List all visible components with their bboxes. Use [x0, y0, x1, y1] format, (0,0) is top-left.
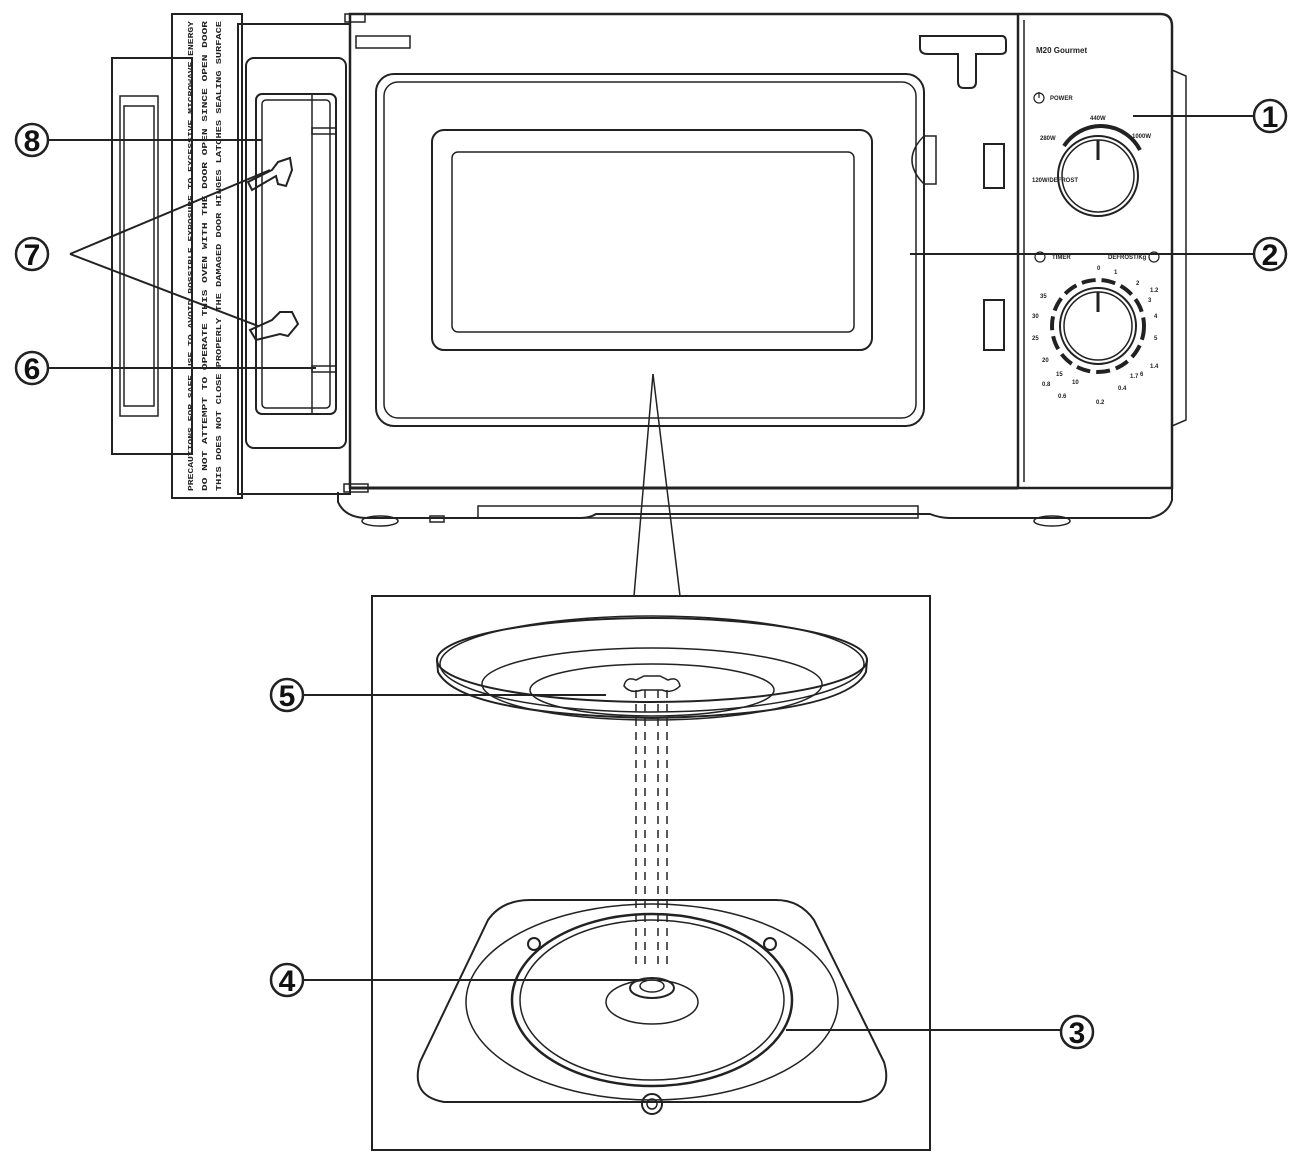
viewing-window-inner [431, 129, 873, 351]
door-latch-lower [248, 311, 300, 342]
door-warning-line-1: PRECAUTIONS FOR SAFE USE TO AVOID POSSIB… [188, 20, 196, 491]
timer-mark-5: 5 [1154, 336, 1158, 342]
defrost-mark-0-2: 0.2 [1096, 400, 1105, 406]
door-panel [171, 13, 243, 499]
timer-mark-10: 10 [1072, 380, 1079, 386]
cabinet-outline [348, 12, 1174, 490]
timer-mark-3: 3 [1148, 298, 1152, 304]
door-warning-line-2: DO NOT ATTEMPT TO OPERATE THIS OVEN WITH… [202, 20, 210, 491]
power-label: POWER [1050, 96, 1073, 102]
defrost-mark-1-2: 1.2 [1150, 288, 1159, 294]
turntable-motor-shaft [605, 977, 699, 1025]
control-panel: M20 Gourmet POWER 440W 280W 1000W 120W/D… [1032, 46, 1160, 406]
timer-icon [1034, 251, 1046, 263]
glass-tray [436, 615, 868, 721]
callout-1: 1 [1252, 98, 1288, 134]
brand-label: M20 Gourmet [1036, 46, 1087, 55]
callout-8: 8 [14, 122, 50, 158]
timer-mark-0: 0 [1097, 266, 1101, 272]
door-latch-upper [246, 156, 294, 192]
svg-text:4: 4 [279, 965, 296, 998]
callout-3: 3 [1059, 1014, 1095, 1050]
power-level-440w: 440W [1090, 116, 1106, 122]
timer-label: TIMER [1052, 255, 1071, 261]
svg-text:1: 1 [1262, 101, 1279, 134]
cavity-floor [416, 899, 888, 1103]
power-level-280w: 280W [1040, 136, 1056, 142]
callout-4: 4 [269, 962, 305, 998]
callout-5: 5 [269, 677, 305, 713]
roller-ring [510, 912, 794, 1115]
door-outer-frame [111, 57, 193, 455]
door-seal-frame [245, 57, 347, 449]
callout-leaders [48, 115, 1254, 1031]
power-level-120w-defrost: 120W/DEFROST [1032, 178, 1078, 184]
timer-mark-25: 25 [1032, 336, 1039, 342]
timer-mark-6: 6 [1140, 372, 1144, 378]
door-warning-line-3: THIS DOES NOT CLOSE PROPERLY THE DAMAGED… [216, 21, 224, 491]
callout-2: 2 [1252, 236, 1288, 272]
svg-text:7: 7 [24, 239, 41, 272]
defrost-mark-0-6: 0.6 [1058, 394, 1067, 400]
defrost-mark-1-4: 1.4 [1150, 364, 1159, 370]
zoom-connector [633, 373, 681, 597]
timer-mark-2: 2 [1136, 281, 1140, 287]
timer-mark-30: 30 [1032, 314, 1039, 320]
defrost-label: DEFROST/Kg [1108, 255, 1147, 261]
timer-mark-4: 4 [1154, 314, 1158, 320]
timer-mark-15: 15 [1056, 372, 1063, 378]
svg-text:8: 8 [24, 125, 41, 158]
timer-knob[interactable] [1050, 278, 1146, 374]
defrost-icon [1148, 251, 1160, 263]
oven-cavity-window [375, 73, 925, 427]
defrost-mark-0-4: 0.4 [1118, 386, 1127, 392]
defrost-mark-1-7: 1.7 [1130, 374, 1139, 380]
svg-text:2: 2 [1262, 239, 1279, 272]
coupler-shaft [635, 690, 668, 966]
timer-mark-1: 1 [1114, 270, 1118, 276]
microwave-body: PRECAUTIONS FOR SAFE USE TO AVOID POSSIB… [111, 12, 1187, 527]
callout-6: 6 [14, 350, 50, 386]
timer-mark-20: 20 [1042, 358, 1049, 364]
svg-text:6: 6 [24, 353, 41, 386]
svg-text:3: 3 [1069, 1017, 1086, 1050]
svg-text:5: 5 [279, 680, 296, 713]
power-knob[interactable] [1057, 124, 1142, 217]
turntable-detail-box [371, 595, 931, 1151]
callout-7: 7 [14, 236, 50, 272]
defrost-mark-0-8: 0.8 [1042, 382, 1051, 388]
power-level-1000w: 1000W [1132, 134, 1151, 140]
timer-mark-35: 35 [1040, 294, 1047, 300]
